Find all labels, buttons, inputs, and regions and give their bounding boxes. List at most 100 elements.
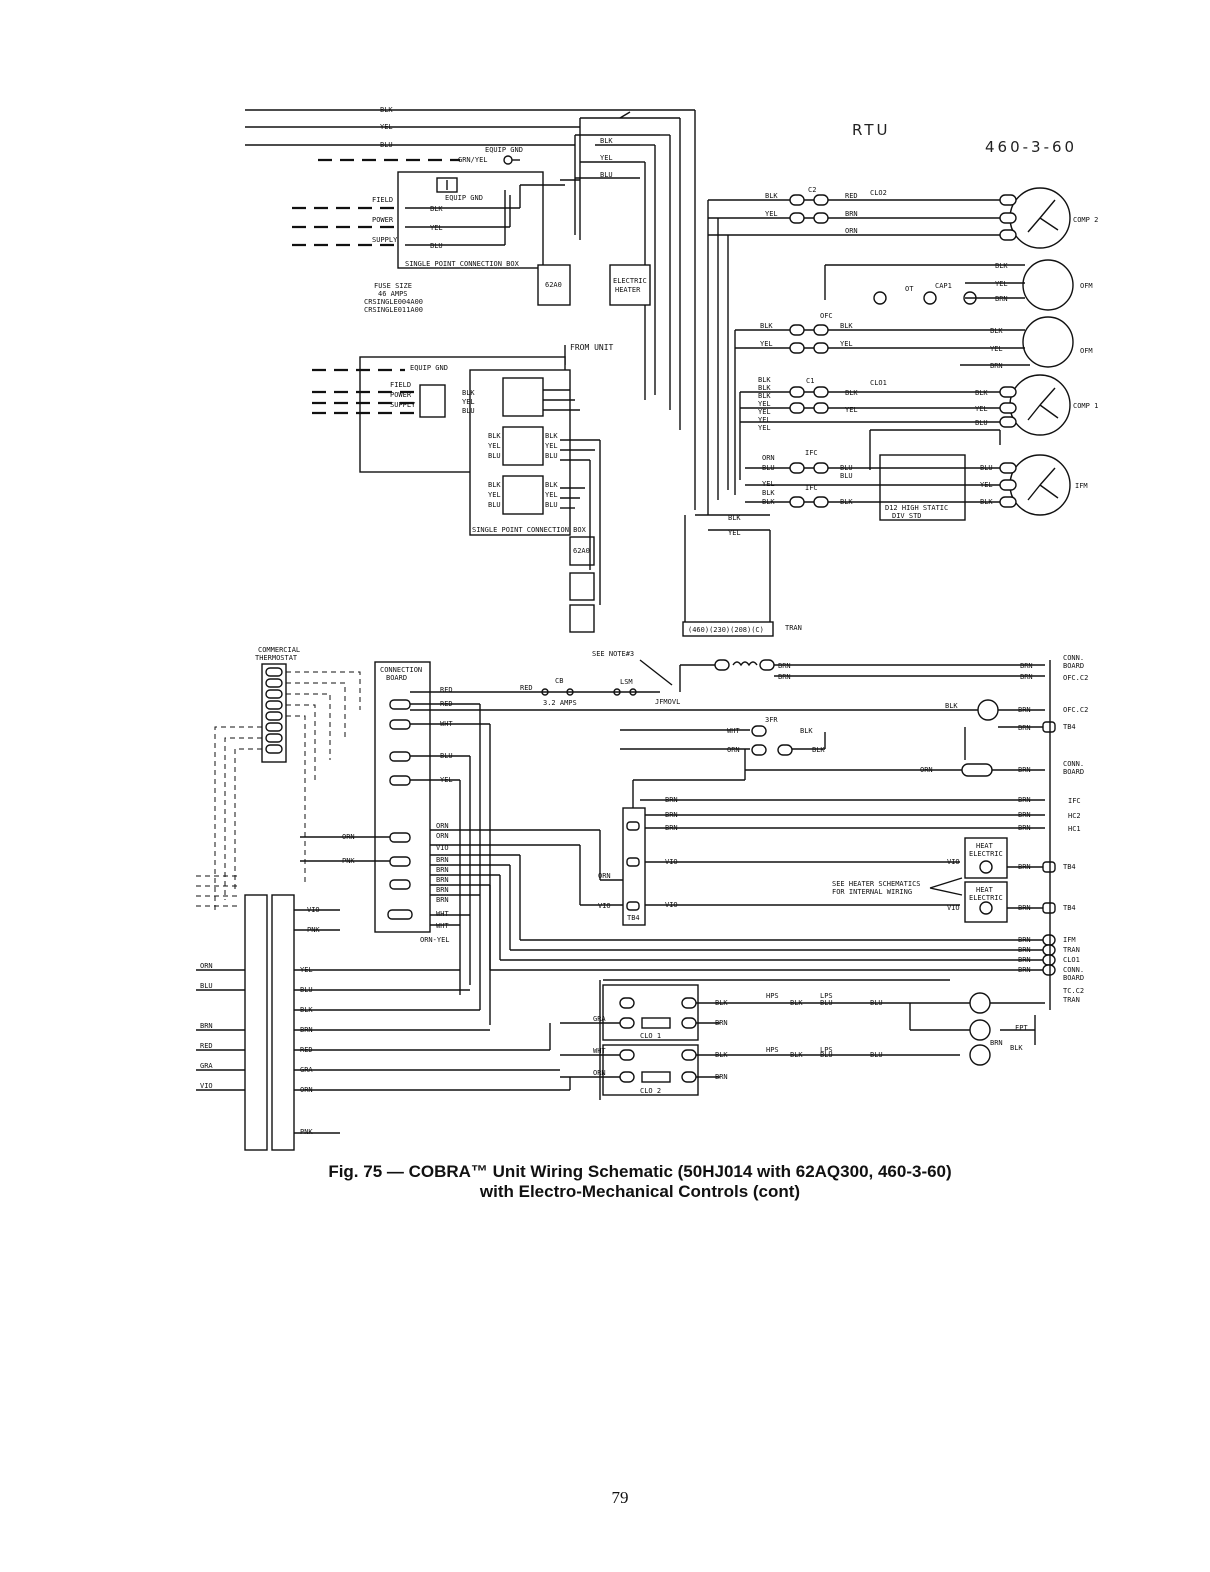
svg-text:BLK: BLK — [765, 192, 778, 200]
svg-text:PNK: PNK — [342, 857, 355, 865]
svg-text:BRN: BRN — [1020, 662, 1033, 670]
svg-text:DIV STD: DIV STD — [892, 512, 922, 520]
svg-text:LSM: LSM — [620, 678, 633, 686]
svg-text:ELECTRIC: ELECTRIC — [969, 894, 1003, 902]
control-center: SEE NOTE#3 RED CB 3.2 AMPS LSM JFMOVL BR… — [410, 650, 1056, 1010]
svg-text:BLU: BLU — [488, 452, 501, 460]
svg-text:IFC: IFC — [1068, 797, 1081, 805]
wire-label-blu: BLU — [380, 141, 393, 149]
page-number: 79 — [611, 1488, 629, 1507]
svg-text:THERMOSTAT: THERMOSTAT — [255, 654, 298, 662]
svg-text:TRAN: TRAN — [1063, 946, 1080, 954]
svg-text:BRN: BRN — [436, 866, 449, 874]
svg-text:BLU: BLU — [870, 999, 883, 1007]
svg-text:BRN: BRN — [665, 796, 678, 804]
svg-text:CLO1: CLO1 — [1063, 956, 1080, 964]
svg-text:BLK: BLK — [840, 498, 853, 506]
rtu-label: RTU — [852, 121, 890, 139]
svg-text:CLO 1: CLO 1 — [640, 1032, 661, 1040]
svg-text:BRN: BRN — [990, 1039, 1003, 1047]
svg-text:BLK: BLK — [545, 432, 558, 440]
svg-text:BLK: BLK — [790, 1051, 803, 1059]
svg-text:YEL: YEL — [762, 480, 775, 488]
svg-text:EQUIP GND: EQUIP GND — [485, 146, 523, 154]
svg-text:BLU: BLU — [545, 501, 558, 509]
svg-text:CB: CB — [555, 677, 563, 685]
svg-text:BRN: BRN — [436, 876, 449, 884]
svg-text:62A0: 62A0 — [573, 547, 590, 555]
svg-text:BLK: BLK — [945, 702, 958, 710]
svg-text:PNK: PNK — [300, 1128, 313, 1136]
svg-text:YEL: YEL — [462, 398, 475, 406]
svg-text:IFC: IFC — [805, 484, 818, 492]
svg-text:WHT: WHT — [436, 910, 449, 918]
svg-text:BLK: BLK — [812, 746, 825, 754]
svg-text:LPS: LPS — [820, 992, 833, 1000]
svg-text:BRN: BRN — [1018, 863, 1031, 871]
svg-text:ORN-YEL: ORN-YEL — [420, 936, 450, 944]
svg-text:IFM: IFM — [1063, 936, 1076, 944]
svg-text:RED: RED — [845, 192, 858, 200]
svg-text:3.2 AMPS: 3.2 AMPS — [543, 699, 577, 707]
svg-text:FIELD: FIELD — [372, 196, 393, 204]
svg-text:RED: RED — [520, 684, 533, 692]
svg-text:ORN: ORN — [200, 962, 213, 970]
svg-text:BLK: BLK — [790, 999, 803, 1007]
svg-text:BLU: BLU — [820, 999, 833, 1007]
svg-text:BLU: BLU — [488, 501, 501, 509]
svg-text:CONN.: CONN. — [1063, 966, 1084, 974]
svg-text:BRN: BRN — [1018, 966, 1031, 974]
thermostat-section: COMMERCIAL THERMOSTAT CONNECTION BOARD — [196, 646, 600, 1025]
ofm-motor-2 — [1022, 316, 1074, 368]
svg-text:YEL: YEL — [545, 491, 558, 499]
svg-text:62A0: 62A0 — [545, 281, 562, 289]
svg-text:BRN: BRN — [715, 1073, 728, 1081]
svg-text:BLK: BLK — [758, 392, 771, 400]
svg-text:YEL: YEL — [758, 424, 771, 432]
svg-text:GRN/YEL: GRN/YEL — [458, 156, 488, 164]
svg-text:BLK: BLK — [545, 481, 558, 489]
svg-text:BRN: BRN — [665, 824, 678, 832]
svg-text:YEL: YEL — [440, 776, 453, 784]
svg-text:BLU: BLU — [870, 1051, 883, 1059]
svg-text:OFC: OFC — [820, 312, 833, 320]
svg-text:BRN: BRN — [665, 811, 678, 819]
svg-text:YEL: YEL — [765, 210, 778, 218]
svg-text:BRN: BRN — [1018, 824, 1031, 832]
svg-text:VIO: VIO — [947, 858, 960, 866]
svg-text:YEL: YEL — [980, 481, 993, 489]
single-point-box-top: SINGLE POINT CONNECTION BOX FIELD POWER … — [292, 127, 581, 269]
svg-text:BLU: BLU — [762, 464, 775, 472]
svg-text:BLU: BLU — [200, 982, 213, 990]
svg-text:BLK: BLK — [762, 489, 775, 497]
svg-text:OT: OT — [905, 285, 914, 293]
svg-text:YEL: YEL — [488, 442, 501, 450]
wire-label-blk: BLK — [380, 106, 393, 114]
svg-text:CLO1: CLO1 — [870, 379, 887, 387]
svg-text:BOARD: BOARD — [1063, 768, 1084, 776]
svg-text:HEAT: HEAT — [976, 842, 994, 850]
caption-line-1: Fig. 75 — COBRA™ Unit Wiring Schematic (… — [328, 1162, 952, 1181]
svg-text:3FR: 3FR — [765, 716, 778, 724]
svg-text:EQUIP GND: EQUIP GND — [445, 194, 483, 202]
svg-text:(460)(230)(208)(C): (460)(230)(208)(C) — [688, 626, 764, 634]
wiring-schematic: BLK YEL BLU BLK YEL BLU RTU 460-3-60 EQU… — [196, 106, 1098, 1151]
fuse-info: FUSE SIZE 46 AMPS CRSINGLE004A00 CRSINGL… — [364, 264, 651, 314]
svg-text:BLK: BLK — [758, 376, 771, 384]
from-unit-label: FROM UNIT — [570, 343, 614, 352]
svg-text:WHT: WHT — [436, 922, 449, 930]
svg-text:BLK: BLK — [488, 481, 501, 489]
svg-text:WHT: WHT — [440, 720, 453, 728]
wire-label-yel-2: YEL — [600, 154, 613, 162]
svg-text:SUPPLY: SUPPLY — [372, 236, 398, 244]
svg-text:BLK: BLK — [728, 514, 741, 522]
svg-text:BLK: BLK — [430, 205, 443, 213]
svg-text:OFM: OFM — [1080, 347, 1093, 355]
svg-text:BLK: BLK — [462, 389, 475, 397]
svg-text:BLK: BLK — [845, 389, 858, 397]
single-point-box-bottom: EQUIP GND FIELD POWER SUPPLY SINGLE POIN… — [312, 356, 601, 633]
svg-text:VIO: VIO — [200, 1082, 213, 1090]
svg-text:BRN: BRN — [1018, 956, 1031, 964]
svg-text:BRN: BRN — [436, 856, 449, 864]
